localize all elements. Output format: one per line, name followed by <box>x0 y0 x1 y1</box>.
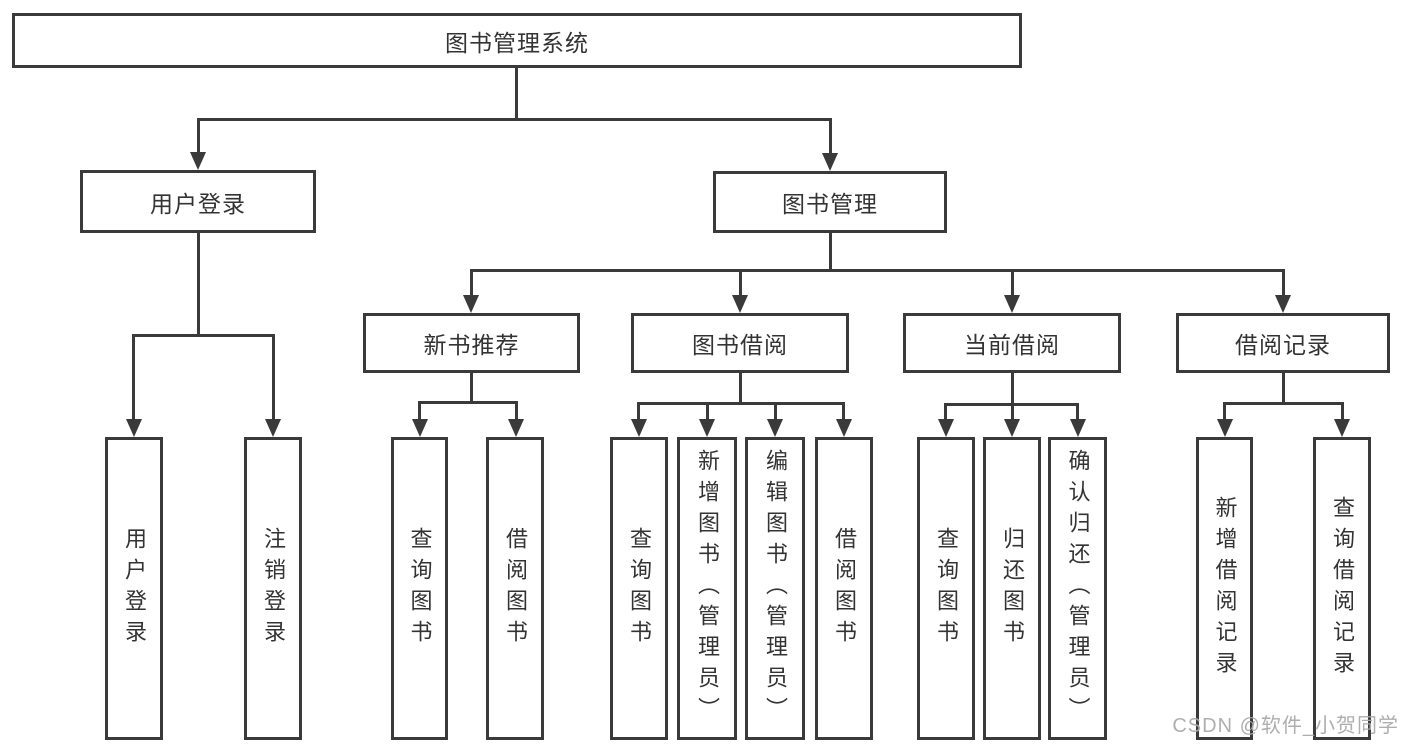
leaf-label: 查询借阅记录 <box>1330 495 1355 682</box>
node-label: 图书管理系统 <box>445 29 589 56</box>
connector-userlogin-stub <box>197 233 200 337</box>
connector-borrowrecord-stub <box>1282 373 1285 405</box>
arrowhead-icon <box>508 419 524 437</box>
connector-bookmgmt-shaft-2 <box>739 269 742 297</box>
leaf-label: 归还图书 <box>1000 526 1025 651</box>
node-label: 图书管理 <box>782 191 878 217</box>
node-label: 图书借阅 <box>692 332 788 358</box>
leaf-label: 查询图书 <box>407 526 433 651</box>
connector-currentborrow-shaft-3 <box>1076 403 1079 420</box>
leaf-label: 新增借阅记录 <box>1212 495 1238 682</box>
leaf-label: 借阅图书 <box>503 526 528 651</box>
arrowhead-icon <box>836 419 852 437</box>
connector-borrowrecord-bus <box>1223 402 1343 405</box>
leaf-label: 编辑图书（管理员） <box>763 449 788 728</box>
arrowhead-icon <box>265 419 281 437</box>
leaf-newbook-query-book: 查询图书 <box>391 437 448 740</box>
leaf-label: 新增图书（管理员） <box>695 449 720 728</box>
node-user-login: 用户登录 <box>80 170 316 233</box>
connector-root-left-shaft <box>197 118 200 154</box>
arrowhead-icon <box>699 419 715 437</box>
arrowhead-icon <box>412 419 428 437</box>
arrowhead-icon <box>822 153 838 171</box>
arrowhead-icon <box>1275 295 1291 313</box>
leaf-borrow-add-book-admin: 新增图书（管理员） <box>677 437 737 740</box>
leaf-newbook-borrow-book: 借阅图书 <box>486 437 544 740</box>
leaf-current-confirm-return-admin: 确认归还（管理员） <box>1048 437 1107 740</box>
connector-newbook-shaft-2 <box>515 401 518 420</box>
node-book-management: 图书管理 <box>713 171 947 233</box>
leaf-label: 用户登录 <box>122 526 147 651</box>
connector-currentborrow-shaft-1 <box>944 403 947 420</box>
leaf-label: 确认归还（管理员） <box>1065 449 1091 728</box>
connector-root-bus <box>197 118 832 121</box>
connector-userlogin-shaft-2 <box>272 334 275 420</box>
connector-currentborrow-shaft-2 <box>1011 403 1014 420</box>
arrowhead-icon <box>767 419 783 437</box>
arrowhead-icon <box>1004 295 1020 313</box>
connector-bookborrow-stub <box>739 373 742 405</box>
connector-bookmgmt-shaft-3 <box>1011 269 1014 297</box>
connector-root-right-shaft <box>829 118 832 155</box>
leaf-logout: 注销登录 <box>244 437 302 740</box>
arrowhead-icon <box>126 419 142 437</box>
connector-root-stub <box>515 68 518 120</box>
connector-newbook-shaft-1 <box>418 401 421 420</box>
connector-userlogin-shaft-1 <box>132 334 135 420</box>
node-current-borrow: 当前借阅 <box>903 313 1121 373</box>
leaf-current-return-book: 归还图书 <box>983 437 1041 740</box>
leaf-borrow-borrow-book: 借阅图书 <box>815 437 873 740</box>
arrowhead-icon <box>1334 419 1350 437</box>
connector-newbook-stub <box>470 373 473 404</box>
node-label: 新书推荐 <box>423 332 520 358</box>
leaf-borrow-query-book: 查询图书 <box>610 437 668 740</box>
arrowhead-icon <box>1070 419 1086 437</box>
leaf-current-query-book: 查询图书 <box>917 437 975 740</box>
node-new-book-recommend: 新书推荐 <box>363 313 580 373</box>
leaf-record-add-record: 新增借阅记录 <box>1196 437 1253 740</box>
arrowhead-icon <box>631 419 647 437</box>
arrowhead-icon <box>938 419 954 437</box>
node-borrow-record: 借阅记录 <box>1176 313 1390 373</box>
connector-bookmgmt-shaft-1 <box>470 269 473 297</box>
connector-bookborrow-bus <box>637 402 845 405</box>
connector-currentborrow-stub <box>1011 373 1014 406</box>
node-label: 用户登录 <box>150 190 246 217</box>
connector-bookborrow-shaft-1 <box>637 402 640 420</box>
leaf-borrow-edit-book-admin: 编辑图书（管理员） <box>745 437 805 740</box>
connector-bookmgmt-stub <box>829 233 832 272</box>
arrowhead-icon <box>1217 419 1233 437</box>
leaf-label: 查询图书 <box>934 526 959 651</box>
arrowhead-icon <box>463 295 479 313</box>
connector-bookmgmt-bus <box>470 269 1285 272</box>
leaf-record-query-record: 查询借阅记录 <box>1313 437 1371 740</box>
leaf-label: 借阅图书 <box>832 526 857 651</box>
arrowhead-icon <box>1004 419 1020 437</box>
leaf-user-login: 用户登录 <box>105 437 163 740</box>
connector-bookmgmt-shaft-4 <box>1282 269 1285 297</box>
arrowhead-icon <box>732 295 748 313</box>
connector-borrowrecord-shaft-2 <box>1341 402 1344 420</box>
connector-borrowrecord-shaft-1 <box>1223 402 1226 420</box>
node-root-library-system: 图书管理系统 <box>12 13 1022 68</box>
node-label: 当前借阅 <box>964 332 1060 358</box>
csdn-watermark: CSDN @软件_小贺同学 <box>1172 715 1399 737</box>
leaf-label: 注销登录 <box>261 526 286 651</box>
leaf-label: 查询图书 <box>627 526 652 651</box>
connector-newbook-bus <box>418 401 518 404</box>
node-book-borrow: 图书借阅 <box>631 313 849 373</box>
connector-bookborrow-shaft-3 <box>774 402 777 420</box>
node-label: 借阅记录 <box>1235 332 1331 358</box>
connector-bookborrow-shaft-2 <box>706 402 709 420</box>
arrowhead-icon <box>190 152 206 170</box>
connector-userlogin-bus <box>132 334 275 337</box>
connector-bookborrow-shaft-4 <box>842 402 845 420</box>
